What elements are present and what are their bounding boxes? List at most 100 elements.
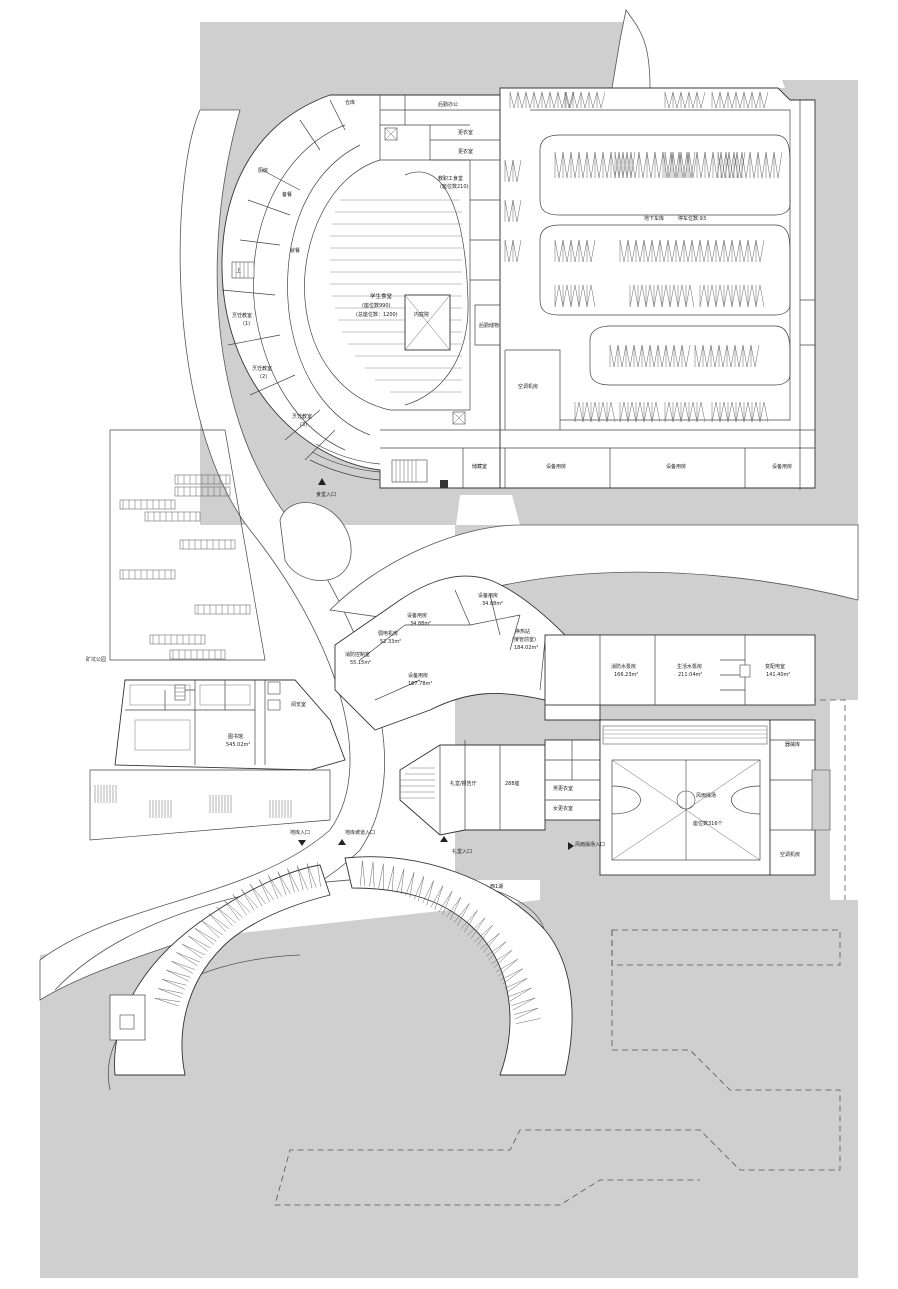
parking-stall	[617, 344, 627, 368]
parking-stall	[504, 159, 514, 183]
parking-stall	[669, 284, 679, 308]
parking-stall	[504, 199, 514, 223]
label-garage-entrance: 地库入口	[290, 829, 310, 836]
parking-stall	[773, 151, 783, 179]
parking-stall	[673, 344, 683, 368]
parking-stall	[606, 401, 616, 423]
parking-stall	[662, 151, 672, 179]
parking-stall	[578, 239, 588, 263]
parking-stall	[694, 344, 704, 368]
parking-stall	[549, 91, 559, 109]
parking-stall	[504, 239, 514, 263]
parking-stall	[509, 91, 519, 109]
label-warehouse: 仓库	[345, 99, 355, 106]
label-garage-ramp-entrance: 地库坡道入口	[345, 829, 375, 836]
parking-stall	[691, 239, 701, 263]
parking-stall	[574, 401, 584, 423]
label-equipment-room-3: 设备用房	[478, 592, 498, 599]
parking-stall	[586, 151, 596, 179]
parking-stall	[646, 151, 656, 179]
parking-stall	[755, 284, 765, 308]
parking-stall	[572, 91, 582, 109]
label-ac-room: 空调机房	[518, 383, 538, 390]
parking-strip	[149, 634, 206, 645]
parking-stall	[680, 401, 690, 423]
parking-stall	[711, 91, 721, 109]
canteen-seating	[330, 199, 462, 393]
label-kitchen: 厨房	[258, 167, 268, 174]
parking-stall	[707, 284, 717, 308]
label-weak-current-area: 52.33m²	[380, 639, 401, 645]
parking-stall	[664, 151, 674, 179]
parking-stall	[630, 151, 640, 179]
auditorium-building	[399, 739, 601, 836]
label-student-canteen: 学生食堂	[370, 292, 393, 300]
parking-stall	[696, 151, 706, 179]
parking-stall	[715, 284, 725, 308]
parking-stall	[570, 284, 580, 308]
parking-stall	[580, 91, 590, 109]
parking-stall	[723, 284, 733, 308]
label-weak-current-room: 弱电机房	[378, 630, 398, 637]
label-equipment-room-5: 设备用房	[408, 672, 428, 679]
label-library: 图书馆	[228, 733, 243, 740]
parking-stall	[664, 91, 674, 109]
parking-stall	[680, 91, 690, 109]
label-heat-exchange-area: 184.02m²	[514, 645, 538, 651]
parking-stall	[614, 151, 624, 179]
parking-stall	[619, 239, 629, 263]
parking-stall	[582, 401, 592, 423]
parking-stall	[725, 151, 735, 179]
parking-stall	[749, 151, 759, 179]
label-substation: 变配电室	[765, 663, 785, 670]
label-classroom-3-no: (3)	[300, 422, 307, 428]
parking-stall	[726, 344, 736, 368]
parking-strip	[179, 539, 236, 550]
parking-stall	[554, 284, 564, 308]
parking-stall	[723, 239, 733, 263]
parking-stall	[702, 344, 712, 368]
parking-stall	[590, 401, 600, 423]
parking-stall	[525, 91, 535, 109]
label-equipment-room-4-area: 34.88m²	[410, 621, 431, 627]
parking-stall	[759, 91, 769, 109]
parking-stall	[688, 91, 698, 109]
parking-stall	[627, 401, 637, 423]
parking-stall	[743, 91, 753, 109]
parking-stall	[688, 401, 698, 423]
parking-stall	[635, 239, 645, 263]
parking-stall	[512, 199, 522, 223]
label-classroom-1-no: (1)	[243, 321, 250, 327]
parking-stall	[739, 284, 749, 308]
label-female-changing: 女更衣室	[553, 805, 573, 812]
parking-stall	[586, 239, 596, 263]
parking-stall	[635, 401, 645, 423]
label-fire-pump-area: 166.23m²	[614, 672, 638, 678]
label-equipment-room-1: 设备用房	[546, 463, 566, 470]
label-bleacher-seats: 座位数316个	[693, 820, 723, 827]
label-underground-garage: 地下车库	[644, 215, 664, 222]
canteen-building	[221, 87, 816, 490]
label-classroom-1: 烹饪教室	[232, 312, 252, 319]
label-equipment-room-3-area: 34.88m²	[482, 601, 503, 607]
label-ac-room-2: 空调机房	[780, 851, 800, 858]
parking-stalls	[504, 91, 783, 423]
parking-stall	[755, 239, 765, 263]
parking-stall	[672, 401, 682, 423]
label-canteen-entrance: 食堂入口	[316, 491, 336, 498]
parking-stall	[718, 344, 728, 368]
label-student-canteen-seats: (座位数990)	[362, 302, 390, 309]
parking-stall	[704, 151, 714, 179]
parking-stall	[533, 91, 543, 109]
parking-stall	[680, 151, 690, 179]
parking-stall	[578, 284, 588, 308]
parking-stall	[661, 284, 671, 308]
parking-stall	[665, 344, 675, 368]
parking-stall	[765, 151, 775, 179]
parking-stall	[685, 284, 695, 308]
label-substation-area: 141.40m²	[766, 672, 790, 678]
parking-strip	[144, 511, 201, 522]
parking-stall	[562, 151, 572, 179]
parking-stall	[759, 401, 769, 423]
